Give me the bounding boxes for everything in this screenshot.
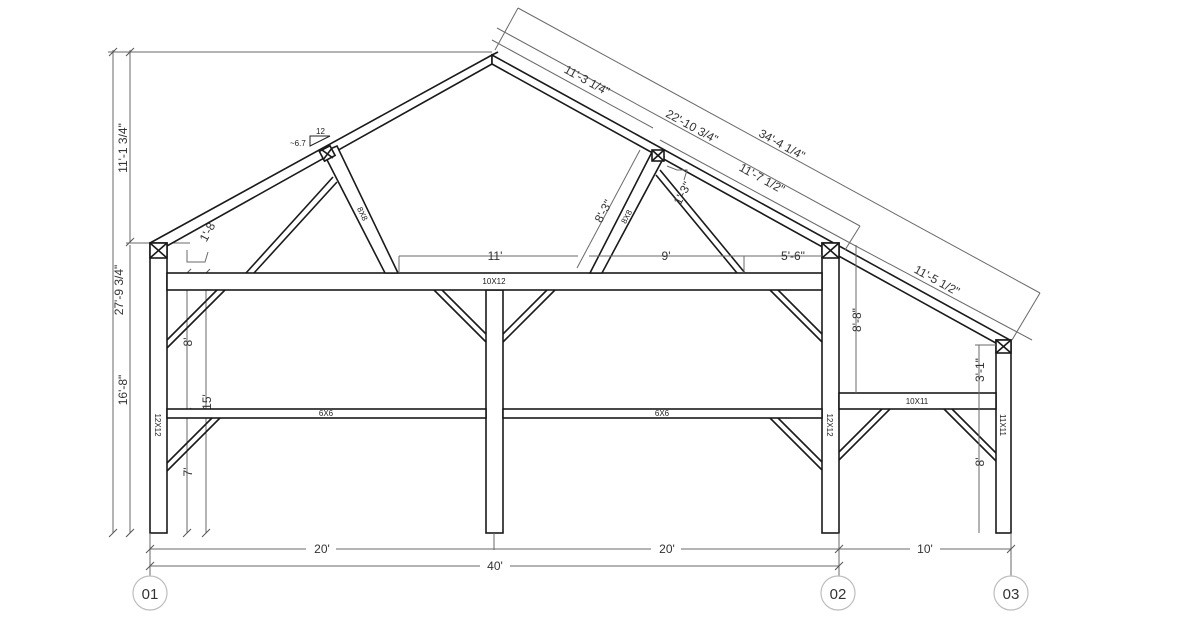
- label-girt-right: 6X6: [655, 409, 670, 418]
- label-tie-beam: 10X12: [482, 277, 506, 286]
- rafter-dimensions: [491, 7, 1041, 341]
- dim-rafter-upper: 11'-3 1/4": [562, 62, 612, 98]
- dim-bays-total: 40': [487, 559, 503, 573]
- right-post: [995, 339, 1012, 534]
- ridge-cap: [491, 51, 499, 56]
- svg-text:02: 02: [830, 586, 847, 603]
- dim-bay-3: 10': [917, 542, 933, 556]
- dim-overall-height: 27'-9 3/4": [112, 265, 126, 316]
- dim-upper-post-span: 8': [181, 338, 195, 347]
- dim-rafter-lower: 11'-7 1/2": [737, 160, 787, 196]
- dim-tie-span-mid: 9': [662, 249, 671, 263]
- dim-tie-span-left: 11': [488, 249, 503, 263]
- left-post-dimensions: [182, 250, 211, 538]
- label-left-post: 12X12: [153, 413, 162, 437]
- dim-lower-post-span: 7': [181, 468, 195, 477]
- dim-bay-2: 20': [659, 542, 675, 556]
- label-middle-post: 12X12: [825, 413, 834, 437]
- shed-dimensions: [855, 245, 996, 533]
- dim-post-height: 16'-8": [116, 375, 130, 406]
- pitch-symbol: 12 ~6.7: [290, 127, 331, 148]
- label-right-post: 11X11: [998, 414, 1007, 436]
- shed-beam: [838, 392, 997, 410]
- dim-shed-post-top: 3'-1": [973, 358, 987, 382]
- dim-strut-offset: 1'-3": [671, 179, 695, 207]
- dim-shed-post-lower: 8': [973, 458, 987, 467]
- dim-strut-length: 8'-3": [592, 197, 616, 225]
- svg-text:01: 01: [142, 586, 159, 603]
- tie-beam: [166, 272, 823, 291]
- label-girt-left: 6X6: [319, 409, 334, 418]
- knee-braces: [166, 289, 997, 472]
- grid-bubble-01: 01: [132, 575, 168, 611]
- strut-dimensions: [576, 149, 688, 269]
- left-strut-assembly: [245, 144, 400, 274]
- main-rafters: [148, 53, 1012, 348]
- dim-rafter-total: 34'-4 1/4": [756, 126, 807, 163]
- dim-rafter-mid-total: 22'-10 3/4": [663, 107, 720, 147]
- tie-span-dimensions: [398, 255, 822, 273]
- label-shed-beam: 10X11: [906, 397, 929, 406]
- bay-dimensions: [145, 533, 1016, 578]
- post-cap-markers: [149, 242, 1012, 354]
- pitch-rise: ~6.7: [290, 139, 306, 148]
- girt-right: [502, 408, 823, 419]
- grid-bubble-02: 02: [820, 575, 856, 611]
- svg-text:03: 03: [1003, 586, 1020, 603]
- beams: [166, 272, 997, 419]
- dim-girt-height: 15': [200, 394, 214, 410]
- middle-post: [821, 242, 840, 534]
- dim-shed-post-upper: 8'-8": [850, 308, 864, 332]
- dim-tie-span-right: 5'-6": [781, 249, 805, 263]
- pitch-run: 12: [316, 127, 325, 136]
- grid-bubble-03: 03: [993, 575, 1029, 611]
- left-vertical-dimensions: [108, 47, 492, 538]
- dim-bay-1: 20': [314, 542, 330, 556]
- dim-roof-rise: 11'-1 3/4": [116, 123, 130, 173]
- posts: [149, 242, 1012, 534]
- center-post: [485, 289, 504, 534]
- left-post: [149, 242, 168, 534]
- girt-left: [166, 408, 487, 419]
